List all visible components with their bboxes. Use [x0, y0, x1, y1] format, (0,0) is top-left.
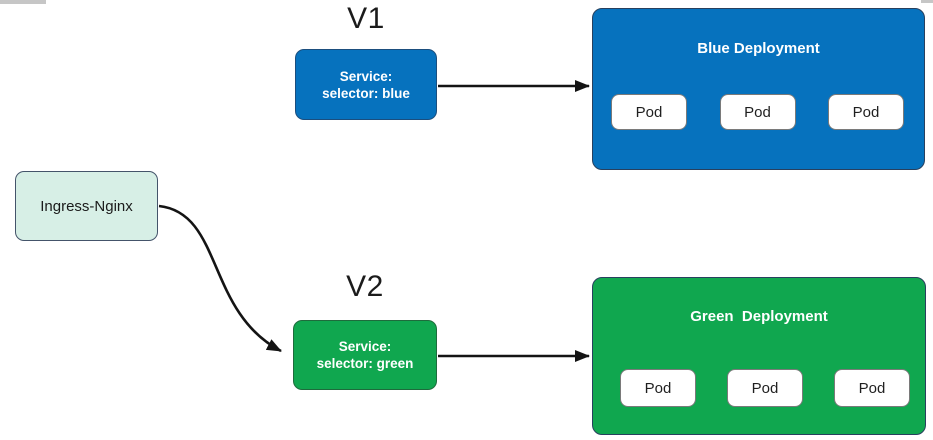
blue-deployment-node: Blue Deployment Pod Pod Pod [592, 8, 925, 170]
pod-node: Pod [611, 94, 687, 130]
green-service-line2: selector: green [316, 356, 414, 371]
scrollbar-fragment-left[interactable] [0, 0, 46, 4]
blue-service-node: Service: selector: blue [295, 49, 437, 120]
green-deployment-title: Green Deployment [690, 308, 828, 325]
v1-label: V1 [347, 2, 385, 35]
green-service-node: Service: selector: green [293, 320, 437, 390]
pod-node: Pod [620, 369, 696, 407]
v2-label: V2 [346, 270, 384, 303]
ingress-nginx-label: Ingress-Nginx [40, 197, 133, 215]
pod-node: Pod [727, 369, 803, 407]
pod-node: Pod [828, 94, 904, 130]
pod-node: Pod [834, 369, 910, 407]
green-service-line1: Service: [338, 339, 392, 354]
scrollbar-fragment-right[interactable] [921, 0, 933, 3]
blue-deployment-title: Blue Deployment [697, 40, 820, 57]
arrow-ingress-to-green-service [158, 204, 282, 353]
ingress-nginx-node: Ingress-Nginx [15, 171, 158, 241]
blue-service-line1: Service: [339, 68, 393, 84]
pod-node: Pod [719, 94, 796, 130]
green-deployment-pods-row: Pod Pod Pod [593, 369, 925, 407]
blue-service-line2: selector: blue [322, 85, 410, 101]
blue-deployment-pods-row: Pod Pod Pod [593, 94, 924, 130]
green-deployment-node: Green Deployment Pod Pod Pod [592, 277, 926, 435]
